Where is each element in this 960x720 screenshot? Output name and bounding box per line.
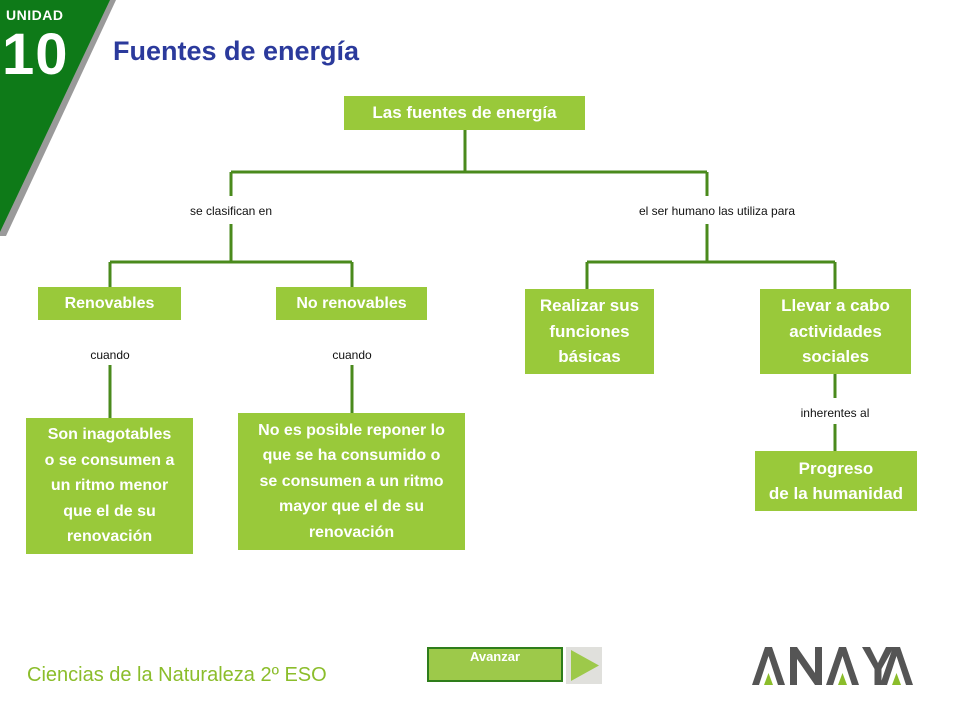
node-fuentes-energia-label: Las fuentes de energía: [372, 103, 557, 123]
play-arrow-icon: [571, 650, 599, 681]
node-renovables-label: Renovables: [64, 294, 155, 312]
unit-number: 10: [2, 22, 69, 87]
anaya-logo: [752, 647, 913, 685]
renovables-description-line: Son inagotables: [47, 426, 172, 444]
connector-se-clasifican-en: se clasifican en: [189, 204, 273, 218]
node-no-renovables-description: No es posible reponer lo que se ha consu…: [238, 413, 465, 550]
subject-footer: Ciencias de la Naturaleza 2º ESO: [27, 664, 327, 686]
funciones-line: funciones: [549, 321, 630, 341]
renovables-description-line: renovación: [66, 528, 153, 546]
node-fuentes-energia: Las fuentes de energía: [344, 96, 585, 130]
connector-cuando-no-renovables: cuando: [332, 348, 372, 362]
renovables-description-line: un ritmo menor: [50, 477, 169, 495]
connector-cuando-renovables: cuando: [90, 348, 130, 362]
next-arrow-button[interactable]: [566, 647, 602, 684]
node-no-renovables-label: No renovables: [296, 294, 407, 312]
renovables-description-line: que el de su: [63, 502, 156, 520]
page-title: Fuentes de energía: [113, 36, 360, 66]
progreso-line: Progreso: [798, 458, 874, 478]
node-renovables-description: Son inagotables o se consumen a un ritmo…: [26, 418, 193, 554]
no-renovables-description-line: se consumen a un ritmo: [259, 472, 444, 490]
no-renovables-description-line: que se ha consumido o: [262, 447, 441, 465]
funciones-line: Realizar sus: [539, 296, 640, 316]
node-progreso-humanidad: Progreso de la humanidad: [755, 451, 917, 511]
avanzar-button[interactable]: Avanzar: [427, 647, 563, 682]
actividades-line: sociales: [801, 347, 870, 367]
renovables-description-line: o se consumen a: [44, 451, 175, 469]
connector-el-ser-humano: el ser humano las utiliza para: [638, 204, 796, 218]
funciones-line: básicas: [558, 347, 621, 367]
actividades-line: actividades: [789, 321, 882, 341]
actividades-line: Llevar a cabo: [781, 296, 890, 316]
node-renovables: Renovables: [38, 287, 181, 320]
node-funciones-basicas: Realizar sus funciones básicas: [525, 289, 654, 374]
node-actividades-sociales: Llevar a cabo actividades sociales: [760, 289, 911, 374]
no-renovables-description-line: mayor que el de su: [279, 498, 424, 516]
node-no-renovables: No renovables: [276, 287, 427, 320]
no-renovables-description-line: No es posible reponer lo: [258, 421, 445, 439]
unit-label: UNIDAD: [6, 7, 64, 23]
progreso-line: de la humanidad: [768, 484, 904, 503]
no-renovables-description-line: renovación: [308, 523, 395, 541]
unit-badge: [0, 0, 116, 236]
connector-inherentes-al: inherentes al: [800, 406, 870, 420]
